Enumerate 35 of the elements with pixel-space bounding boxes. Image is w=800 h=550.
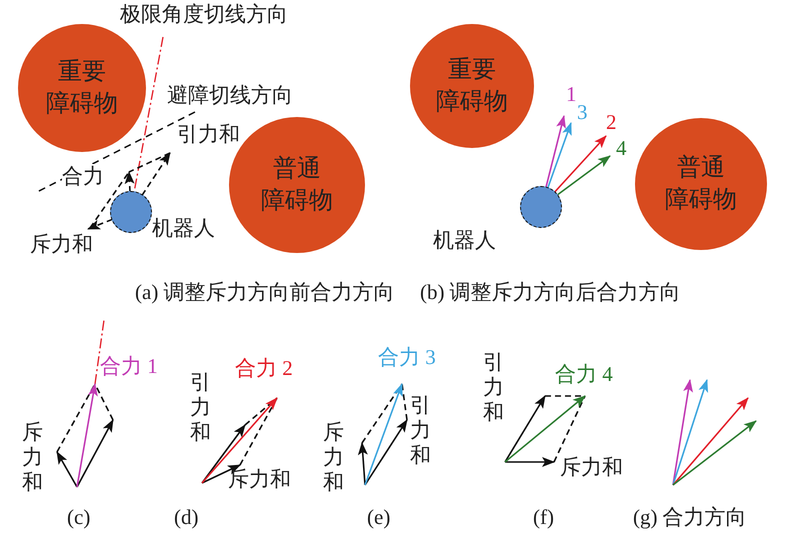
robot-label: 机器人: [152, 216, 215, 240]
panel-caption: (c): [67, 505, 90, 529]
force-label: 斥力和: [323, 420, 345, 495]
panel-caption: (b) 调整斥力方向后合力方向: [420, 280, 681, 304]
force-label: 引力和: [177, 122, 240, 146]
direction-label: 避障切线方向: [167, 83, 293, 107]
force-label: 斥力和: [228, 467, 291, 491]
force-label: 引力和: [410, 393, 432, 468]
force-label: 合力 3: [378, 345, 436, 369]
direction-label: 极限角度切线方向: [120, 2, 288, 26]
force-label: 合力 2: [235, 356, 293, 380]
force-label: 3: [577, 100, 588, 124]
force-label: 合力 4: [555, 362, 613, 386]
force-label: 引力和: [190, 370, 212, 445]
robot-circle: [110, 191, 152, 233]
panel-caption: (f): [533, 505, 554, 529]
obstacle-label: 普通障碍物: [260, 154, 334, 216]
panel-caption: (e): [367, 505, 390, 529]
force-label: 合力: [62, 164, 104, 188]
force-label: 4: [616, 136, 626, 160]
obstacle-label: 重要障碍物: [45, 58, 119, 119]
panel-caption: (d): [174, 505, 198, 529]
robot-circle: [520, 186, 562, 228]
force-label: 引力和: [483, 350, 505, 425]
force-label: 斥力和: [560, 455, 623, 479]
obstacle-label: 重要障碍物: [435, 56, 509, 117]
panel-caption: (g) 合力方向: [633, 505, 747, 529]
force-label: 斥力和: [22, 420, 44, 495]
force-label: 合力 1: [100, 354, 158, 378]
robot-label: 机器人: [433, 228, 496, 252]
panel-caption: (a) 调整斥力方向前合力方向: [135, 280, 395, 304]
force-label: 2: [606, 110, 616, 134]
obstacle-label: 普通障碍物: [664, 154, 738, 215]
force-label: 1: [566, 82, 576, 106]
force-label: 斥力和: [30, 232, 93, 256]
